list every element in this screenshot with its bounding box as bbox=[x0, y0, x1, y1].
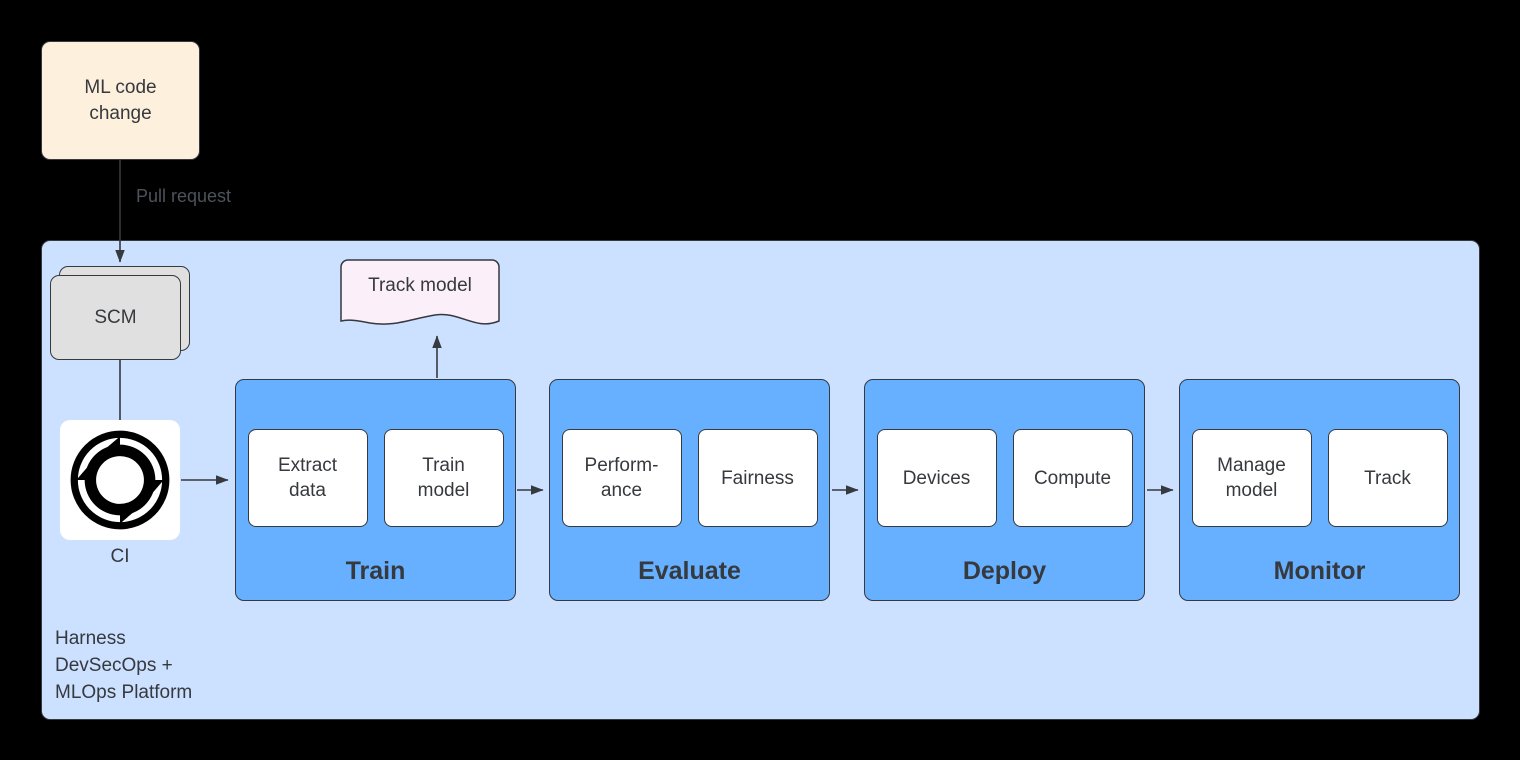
scm-stack-front-sheet: SCM bbox=[50, 275, 181, 360]
stage-evaluate-title: Evaluate bbox=[638, 557, 741, 585]
task-devices[interactable]: Devices bbox=[876, 429, 997, 527]
stage-train[interactable]: Extract data Train model Train bbox=[235, 379, 516, 601]
stage-evaluate-tasks: Perform- ance Fairness bbox=[550, 429, 829, 527]
task-fairness[interactable]: Fairness bbox=[697, 429, 818, 527]
task-devices-label: Devices bbox=[902, 467, 971, 489]
task-track[interactable]: Track bbox=[1327, 429, 1448, 527]
platform-caption: Harness DevSecOps + MLOps Platform bbox=[55, 628, 193, 703]
task-compute[interactable]: Compute bbox=[1012, 429, 1133, 527]
task-performance[interactable]: Perform- ance bbox=[561, 429, 682, 527]
edge-label-pull-request: Pull request bbox=[136, 186, 232, 206]
node-ml-code-change[interactable]: ML code change bbox=[41, 41, 200, 160]
ci-cycle-icon bbox=[70, 430, 170, 530]
note-shape bbox=[340, 259, 500, 325]
stage-monitor-tasks: Manage model Track bbox=[1180, 429, 1459, 527]
stage-monitor[interactable]: Manage model Track Monitor bbox=[1179, 379, 1460, 601]
node-ci[interactable] bbox=[60, 420, 180, 540]
stage-train-tasks: Extract data Train model bbox=[236, 429, 515, 527]
stage-train-title: Train bbox=[345, 557, 406, 585]
task-track-label: Track bbox=[1364, 467, 1411, 489]
node-ml-code-change-label: ML code change bbox=[84, 76, 157, 124]
stage-deploy[interactable]: Devices Compute Deploy bbox=[864, 379, 1145, 601]
node-scm-label: SCM bbox=[94, 306, 137, 328]
stage-deploy-tasks: Devices Compute bbox=[865, 429, 1144, 527]
task-extract-data-label: Extract data bbox=[277, 455, 338, 501]
task-train-model[interactable]: Train model bbox=[383, 429, 504, 527]
task-extract-data[interactable]: Extract data bbox=[247, 429, 368, 527]
task-manage-model-label: Manage model bbox=[1217, 455, 1286, 501]
node-scm[interactable]: SCM bbox=[50, 266, 190, 360]
stage-monitor-title: Monitor bbox=[1273, 557, 1366, 585]
task-performance-label: Perform- ance bbox=[584, 455, 659, 501]
stage-evaluate[interactable]: Perform- ance Fairness Evaluate bbox=[549, 379, 830, 601]
node-track-model-note[interactable]: Track model bbox=[340, 259, 500, 330]
stage-deploy-title: Deploy bbox=[962, 557, 1047, 585]
task-manage-model[interactable]: Manage model bbox=[1191, 429, 1312, 527]
task-compute-label: Compute bbox=[1033, 467, 1112, 489]
task-fairness-label: Fairness bbox=[721, 467, 794, 489]
task-train-model-label: Train model bbox=[417, 455, 470, 501]
node-ci-label: CI bbox=[110, 546, 130, 567]
